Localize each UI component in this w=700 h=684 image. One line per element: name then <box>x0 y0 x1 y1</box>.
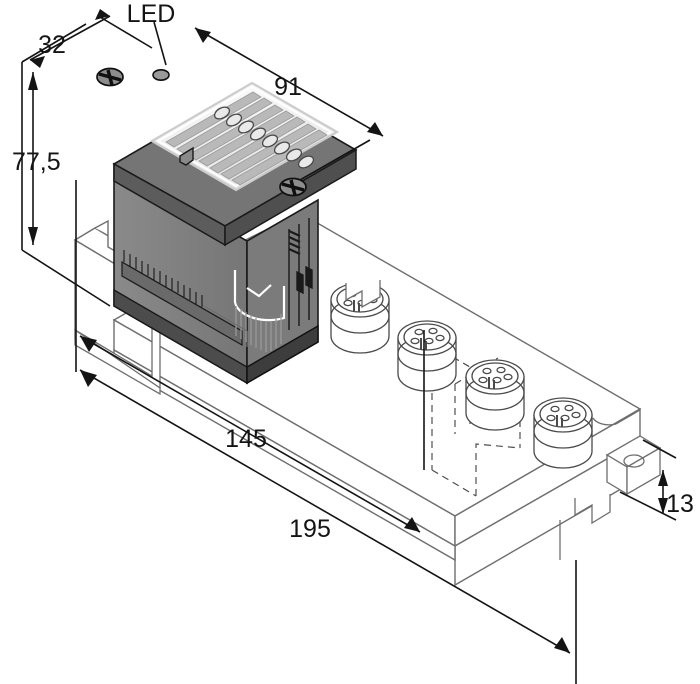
led-indicator-row <box>213 106 315 169</box>
led-annotation-label: LED <box>127 0 176 28</box>
ext-line-32-right <box>99 16 153 49</box>
base-snap-slot <box>345 280 381 309</box>
led-indicator <box>285 148 303 162</box>
foot-notch <box>574 494 611 525</box>
ext-line-height-bot <box>21 249 111 307</box>
m12-port-3-pin <box>478 376 488 384</box>
m12-port-2[interactable] <box>397 320 457 392</box>
base-end-detail <box>559 409 641 560</box>
led-indicator <box>225 113 243 127</box>
module-vent-slot <box>305 265 313 290</box>
dim-label-77-5: 77,5 <box>12 148 61 176</box>
led-indicator <box>297 155 315 169</box>
module-base-interface <box>203 305 248 347</box>
label-stripes <box>165 91 328 186</box>
m12-port-3-pin <box>503 373 513 381</box>
label-stripe <box>220 123 317 180</box>
dim-line-195 <box>79 369 571 654</box>
dim-line-91 <box>194 27 384 137</box>
dim-line-32 <box>29 15 111 61</box>
dim-label-91: 91 <box>274 73 302 101</box>
ext-line-left-top <box>21 23 87 63</box>
led-indicator <box>261 134 279 148</box>
dim-label-145: 145 <box>225 425 267 453</box>
screw-top-left[interactable] <box>96 67 124 87</box>
led-indicator <box>213 106 231 120</box>
m12-port-4-pin <box>546 414 556 422</box>
dim-label-195: 195 <box>289 515 331 543</box>
m12-port-4-pin <box>571 411 581 419</box>
module-side-detail <box>288 218 313 330</box>
label-stripe <box>198 110 295 167</box>
m12-port-2-pin <box>410 337 420 345</box>
screw-bottom-right[interactable] <box>279 177 307 197</box>
led-leader-line <box>153 21 167 66</box>
dim-line-145 <box>79 335 421 533</box>
m12-port-4-pin <box>564 404 574 412</box>
ext-line-13-top <box>642 439 677 459</box>
module-highlight-curves <box>233 270 286 322</box>
backplane-contacts <box>123 250 203 307</box>
label-stripe <box>209 116 306 174</box>
led-indicator <box>273 141 291 155</box>
dim-label-13: 13 <box>666 490 694 518</box>
m12-port-3-pin <box>496 366 506 374</box>
module-latch-tab[interactable] <box>179 146 194 166</box>
ext-line-13-bot <box>619 491 677 521</box>
module-bottom-dark-edge <box>246 324 319 385</box>
module-spring <box>288 229 301 256</box>
module-vent-slot <box>296 270 304 295</box>
electronics-module[interactable] <box>96 67 358 385</box>
dim-label-32: 32 <box>38 31 66 59</box>
led-indicator <box>237 120 255 134</box>
status-led <box>152 69 170 82</box>
m12-port-2-pin <box>435 334 445 342</box>
m12-port-3[interactable] <box>465 359 525 431</box>
m12-port-2-pin <box>428 327 438 335</box>
mounting-foot <box>345 280 662 525</box>
ext-line-91-right <box>299 139 371 181</box>
m12-port-4-pin <box>550 405 560 413</box>
module-deck-bevel-right <box>224 148 357 247</box>
m12-port-4[interactable] <box>533 397 593 469</box>
m12-port-3-pin <box>482 367 492 375</box>
module-base-hatch <box>235 306 282 352</box>
dimension-arrowheads <box>28 9 668 653</box>
foot-hole <box>623 454 645 468</box>
foot-right <box>626 446 661 496</box>
m12-port-2-pin <box>414 328 424 336</box>
module-label-inner-border <box>155 85 334 188</box>
m12-connector-group <box>330 282 593 469</box>
label-stripe <box>231 129 328 186</box>
led-indicator <box>249 127 267 141</box>
m12-port-1-pin <box>343 299 353 307</box>
module-front-lower-band <box>121 260 243 347</box>
